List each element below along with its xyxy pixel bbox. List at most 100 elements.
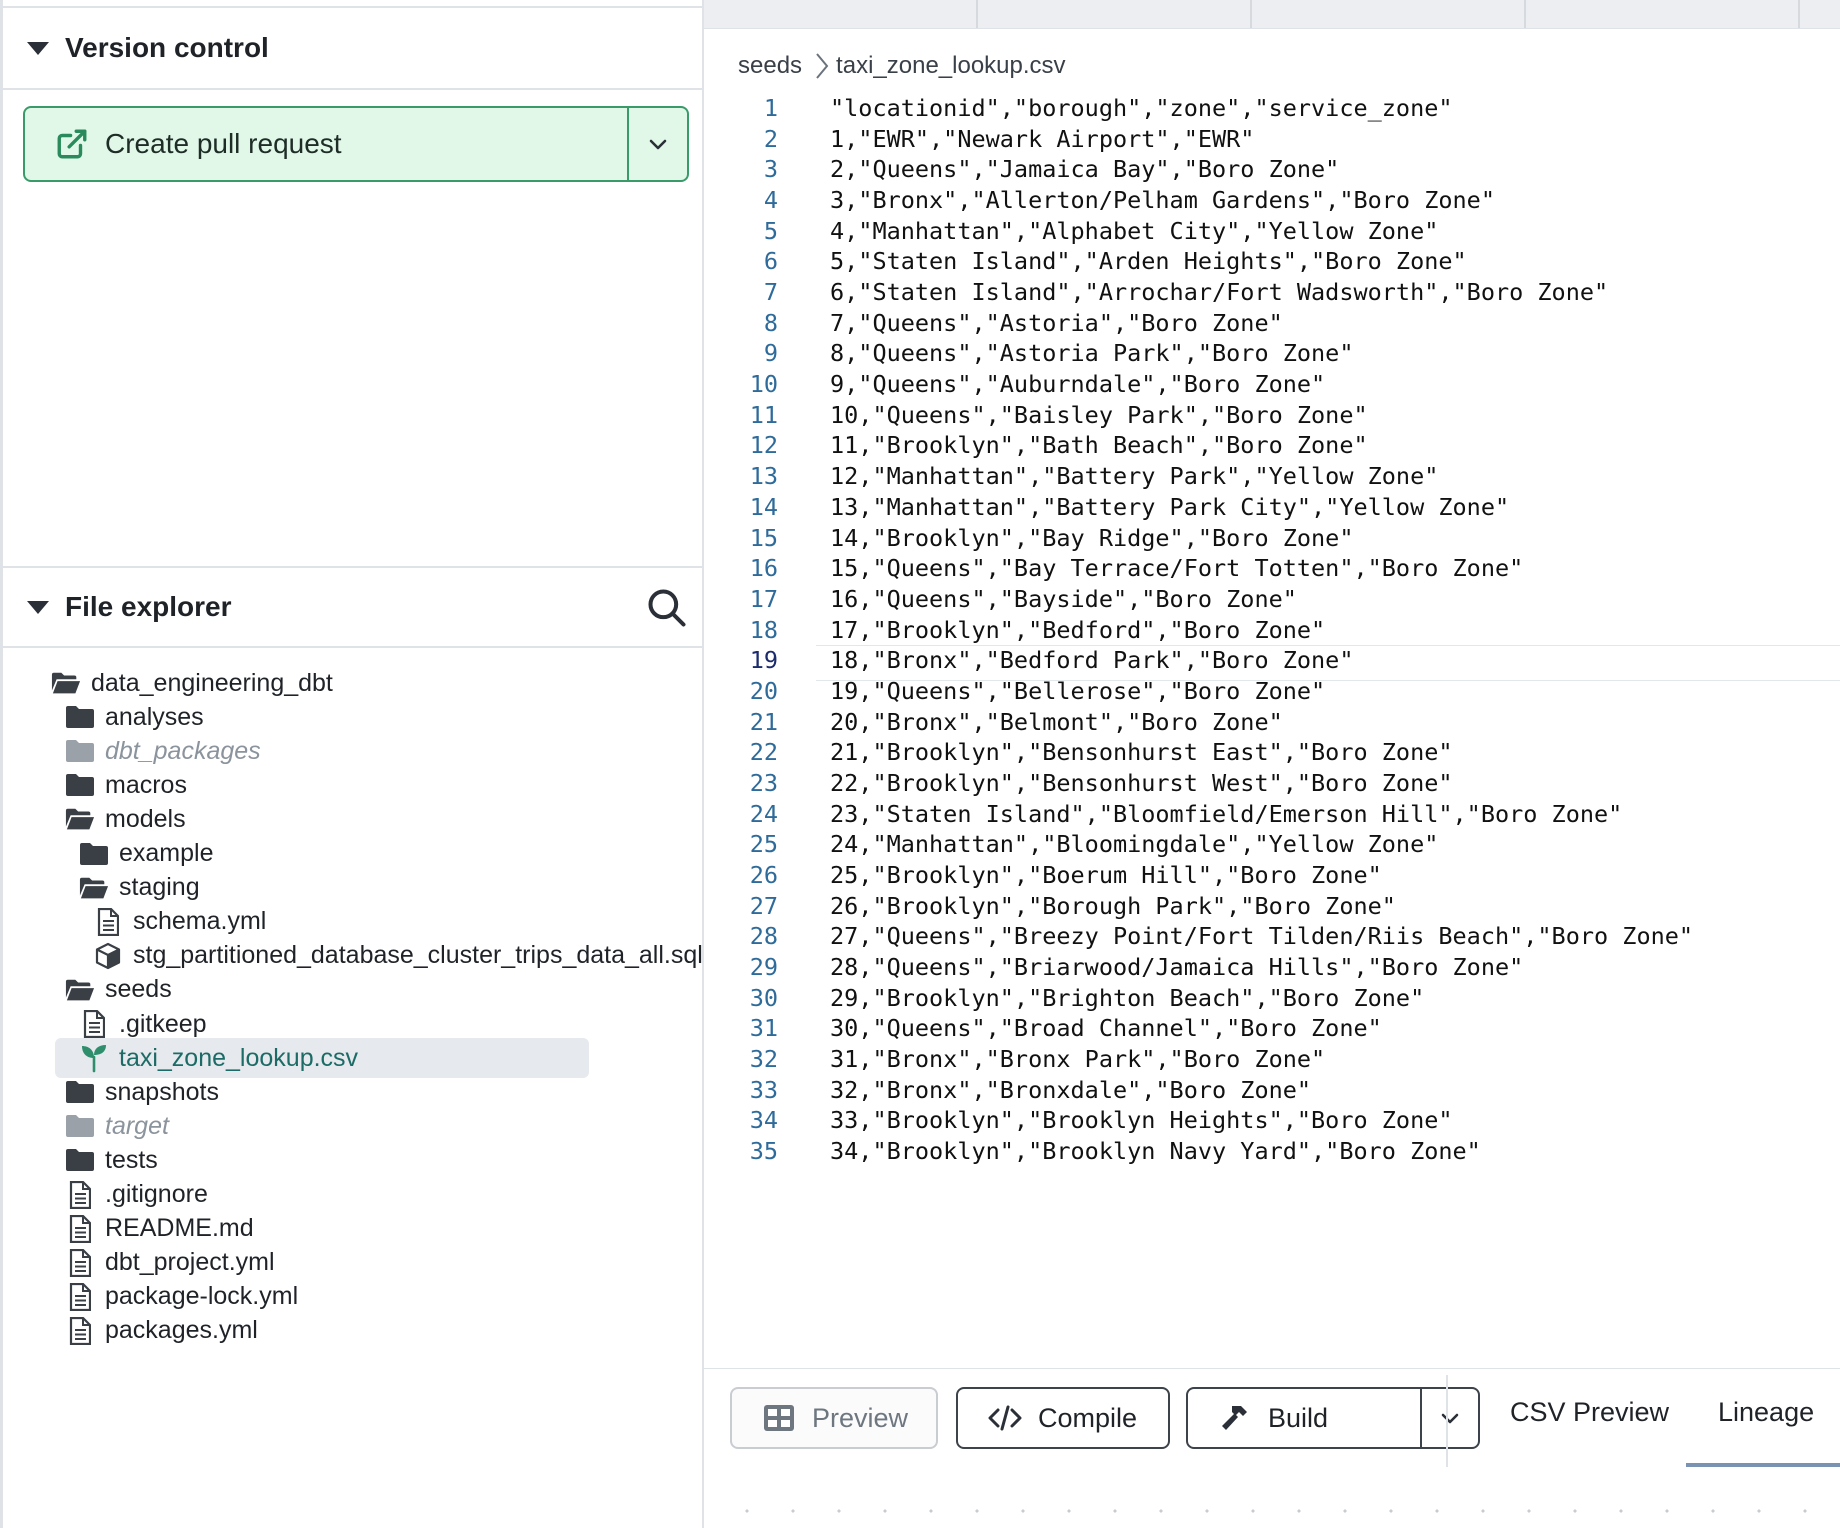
breadcrumb-folder[interactable]: seeds [738, 52, 803, 79]
version-control-header[interactable]: Version control [3, 6, 703, 90]
line-number: 28 [749, 922, 778, 951]
file-tree-item[interactable]: schema.yml [93, 902, 266, 942]
line-number: 23 [749, 768, 778, 797]
line-number: 24 [749, 799, 778, 828]
pull-request-dropdown-button[interactable] [627, 108, 687, 180]
compile-button[interactable]: Compile [956, 1387, 1170, 1449]
code-line: 10,"Queens","Baisley Park","Boro Zone" [830, 400, 1368, 429]
code-line: 14,"Brooklyn","Bay Ridge","Boro Zone" [830, 523, 1354, 552]
file-tree-item[interactable]: example [79, 834, 214, 874]
line-number: 29 [749, 953, 778, 982]
folder-icon [65, 738, 95, 764]
line-number: 35 [749, 1137, 778, 1166]
seedling-icon [79, 1045, 109, 1073]
lineage-canvas[interactable] [704, 1468, 1840, 1528]
chevron-right-icon [816, 53, 829, 79]
external-link-icon [57, 129, 87, 159]
folder-icon [65, 1147, 95, 1173]
file-tree-item[interactable]: .gitignore [65, 1175, 208, 1215]
line-number: 32 [749, 1045, 778, 1074]
caret-down-icon [27, 600, 49, 614]
preview-button[interactable]: Preview [730, 1387, 938, 1449]
active-tab-indicator [1686, 1463, 1840, 1467]
file-tree-item[interactable]: seeds [65, 970, 172, 1010]
file-tree-item[interactable]: dbt_packages [65, 731, 261, 771]
folder-icon [65, 704, 95, 730]
folder-open-icon [65, 806, 95, 832]
line-number: 1 [763, 94, 778, 122]
search-icon[interactable] [645, 586, 689, 630]
file-tree-item[interactable]: tests [65, 1140, 158, 1180]
build-dropdown-button[interactable] [1420, 1387, 1480, 1449]
file-icon [93, 907, 123, 936]
folder-open-icon [65, 977, 95, 1003]
tab-lineage[interactable]: Lineage [1718, 1397, 1815, 1427]
line-number: 5 [763, 216, 778, 245]
create-pull-request-button-group: Create pull request [23, 106, 689, 182]
file-tree-item[interactable]: snapshots [65, 1072, 219, 1112]
code-line: 7,"Queens","Astoria","Boro Zone" [830, 308, 1283, 337]
table-icon [762, 1401, 796, 1435]
code-line: 6,"Staten Island","Arrochar/Fort Wadswor… [830, 278, 1609, 307]
line-number: 7 [763, 278, 778, 307]
file-tree-item[interactable]: .gitkeep [79, 1004, 207, 1044]
code-line: 32,"Bronx","Bronxdale","Boro Zone" [830, 1075, 1312, 1104]
file-tree-item[interactable]: package-lock.yml [65, 1277, 298, 1317]
line-number: 10 [749, 370, 778, 399]
file-tree-item[interactable]: models [65, 799, 186, 839]
file-tree-label: README.md [105, 1214, 254, 1243]
code-editor[interactable]: 1 "locationid","borough","zone","service_… [704, 94, 1840, 1364]
line-number: 22 [749, 738, 778, 767]
code-line: 11,"Brooklyn","Bath Beach","Boro Zone" [830, 431, 1368, 460]
code-line: 15,"Queens","Bay Terrace/Fort Totten","B… [830, 554, 1524, 583]
file-tree-label: models [105, 804, 186, 833]
line-number: 16 [749, 554, 778, 583]
file-tree-label: seeds [105, 975, 172, 1004]
line-number: 6 [763, 247, 778, 276]
code-line: "locationid","borough","zone","service_z… [830, 94, 1453, 122]
code-line: 34,"Brooklyn","Brooklyn Navy Yard","Boro… [830, 1137, 1481, 1166]
file-tree-item[interactable]: packages.yml [65, 1311, 258, 1351]
build-button[interactable]: Build [1186, 1387, 1422, 1449]
cube-icon [93, 942, 123, 969]
file-tree-item[interactable]: stg_partitioned_database_cluster_trips_d… [93, 936, 703, 976]
chevron-down-icon [649, 139, 667, 150]
file-tree-label: dbt_packages [105, 736, 261, 765]
editor-tab-strip [704, 0, 1840, 29]
file-tree-label: taxi_zone_lookup.csv [119, 1043, 359, 1072]
file-tree-item[interactable]: dbt_project.yml [65, 1243, 275, 1283]
tab-csv-preview[interactable]: CSV Preview [1510, 1397, 1670, 1427]
create-pull-request-button[interactable]: Create pull request [25, 108, 627, 180]
line-number: 21 [749, 707, 778, 736]
tab-divider [1524, 0, 1526, 28]
line-number: 4 [763, 186, 778, 215]
file-tree-item[interactable]: analyses [65, 697, 204, 737]
file-icon [65, 1316, 95, 1345]
code-line: 9,"Queens","Auburndale","Boro Zone" [830, 370, 1326, 399]
tab-divider [1798, 0, 1800, 28]
file-explorer-header[interactable]: File explorer [3, 566, 703, 648]
file-tree-label: packages.yml [105, 1316, 258, 1345]
file-tree-label: analyses [105, 702, 204, 731]
code-line: 20,"Bronx","Belmont","Boro Zone" [830, 707, 1283, 736]
hammer-icon [1218, 1401, 1252, 1435]
file-tree-item[interactable]: staging [79, 868, 200, 908]
file-tree-item[interactable]: README.md [65, 1209, 254, 1249]
file-tree-label: .gitkeep [119, 1009, 207, 1038]
file-tree-label: dbt_project.yml [105, 1248, 275, 1277]
line-number: 8 [763, 308, 778, 337]
line-number: 18 [749, 615, 778, 644]
file-tree-item[interactable]: target [65, 1106, 169, 1146]
toolbar-divider [1446, 1375, 1448, 1467]
file-tree-item[interactable]: data_engineering_dbt [51, 663, 333, 703]
file-icon [65, 1282, 95, 1311]
code-line: 12,"Manhattan","Battery Park","Yellow Zo… [830, 462, 1439, 491]
folder-open-icon [79, 875, 109, 901]
code-line: 4,"Manhattan","Alphabet City","Yellow Zo… [830, 216, 1439, 245]
compile-label: Compile [1038, 1402, 1138, 1433]
file-tree-item[interactable]: taxi_zone_lookup.csv [55, 1038, 589, 1079]
breadcrumb: seeds taxi_zone_lookup.csv [738, 46, 1066, 86]
file-tree-item[interactable]: macros [65, 765, 187, 805]
file-tree-label: target [105, 1111, 169, 1140]
code-line: 28,"Queens","Briarwood/Jamaica Hills","B… [830, 953, 1524, 982]
